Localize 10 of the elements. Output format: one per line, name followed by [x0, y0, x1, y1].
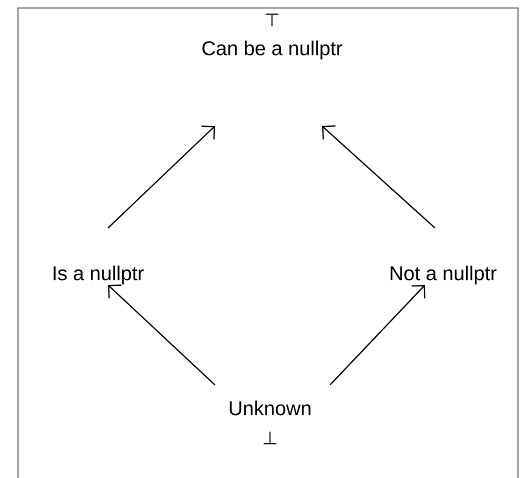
arrow: [108, 284, 216, 386]
node-label: Is a nullptr: [54, 266, 144, 284]
arrow: [322, 125, 436, 228]
node-label: Not a nullptr: [390, 266, 497, 284]
lattice-symbol: ⊥: [264, 432, 276, 444]
lattice-symbol: ⊤: [266, 14, 278, 26]
node-label: Unknown: [230, 400, 310, 416]
arrow: [330, 284, 426, 386]
node-label: Can be a nullptr: [202, 40, 342, 60]
arrow: [108, 126, 215, 228]
